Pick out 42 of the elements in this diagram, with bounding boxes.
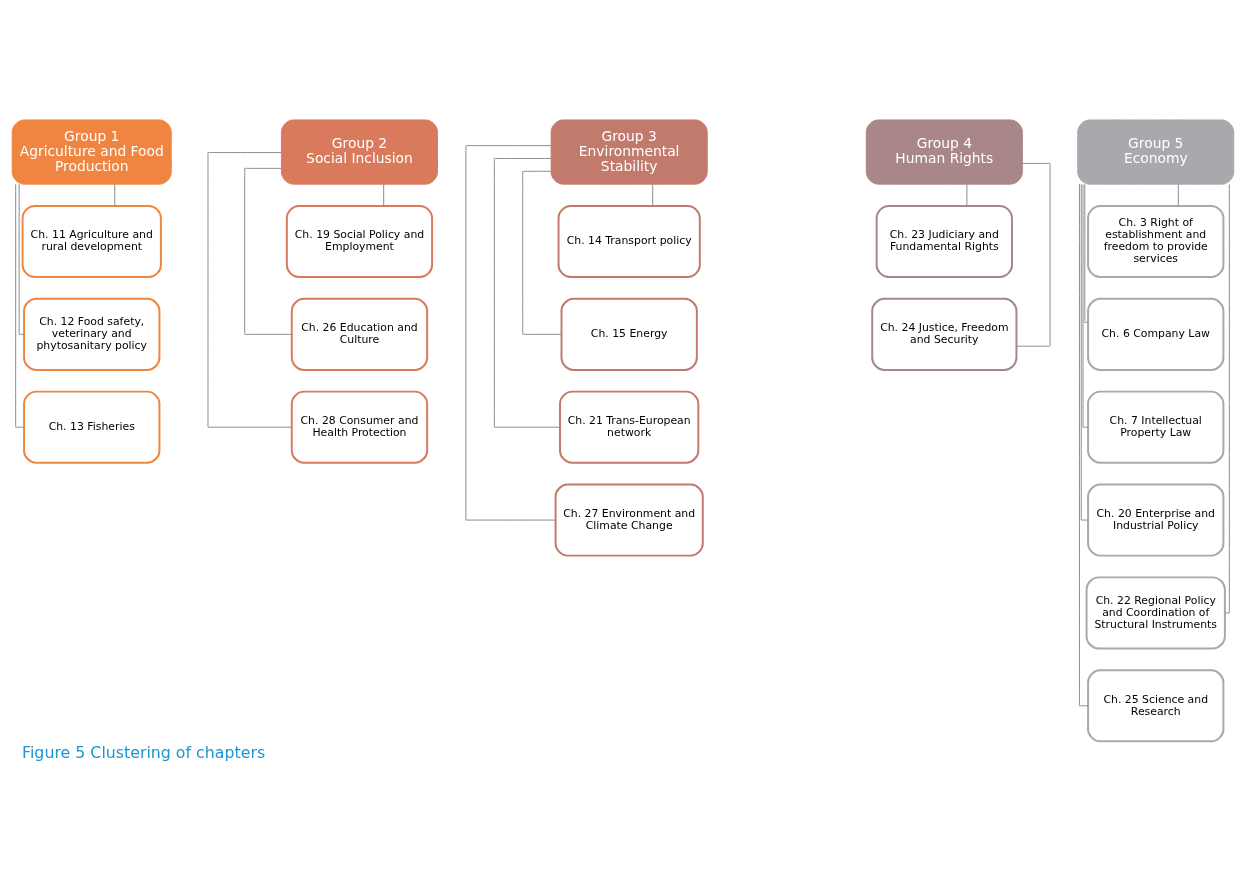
connector [493,158,561,428]
node-box: Group 5 Economy [1077,119,1235,185]
node-box: Ch. 27 Environment and Climate Change [554,483,704,557]
node-box: Group 3 Environmental Stability [550,119,708,185]
node-box: Ch. 13 Fisheries [23,390,161,464]
connector [1177,183,1179,207]
connector [114,183,116,207]
node-box: Ch. 28 Consumer and Health Protection [290,390,429,464]
node-box: Ch. 14 Transport policy [557,204,701,278]
node-box: Ch. 25 Science and Research [1087,669,1225,743]
connector [1084,184,1089,323]
connector [1082,183,1089,428]
node-box: Ch. 12 Food safety, veterinary and phytosanitary policy [23,297,161,371]
connector [207,152,293,428]
connector [966,183,968,207]
connector [15,183,25,428]
node-box: Group 1 Agriculture and Food Production [11,119,172,185]
connector [1078,183,1089,707]
node-box: Ch. 11 Agriculture and rural development [21,204,162,278]
connector [652,183,654,207]
connector [1224,183,1230,614]
node-box: Ch. 26 Education and Culture [290,297,429,371]
connector [465,145,556,521]
connector [1080,183,1089,521]
connector [383,183,385,207]
node-box: Group 4 Human Rights [865,119,1023,185]
connector [244,167,293,335]
node-box: Ch. 22 Regional Policy and Coordination of Structural Instruments [1085,576,1226,650]
node-box: Ch. 3 Right of establishment and freedom to provide services [1087,204,1225,278]
caption: Figure 5 Clustering of chapters [22,742,266,762]
connector [1016,162,1051,347]
node-box: Ch. 21 Trans-European network [559,390,700,464]
node-box: Ch. 23 Judiciary and Fundamental Rights [875,204,1013,278]
node-box: Ch. 15 Energy [560,297,698,371]
node-box: Group 2 Social Inclusion [280,119,438,185]
connector [522,170,562,335]
node-box: Ch. 20 Enterprise and Industrial Policy [1087,483,1225,557]
connector [18,183,25,335]
node-box: Ch. 6 Company Law [1087,297,1225,371]
node-box: Ch. 24 Justice, Freedom and Security [871,297,1018,371]
node-box: Ch. 7 Intellectual Property Law [1087,390,1225,464]
node-box: Ch. 19 Social Policy and Employment [285,204,434,278]
